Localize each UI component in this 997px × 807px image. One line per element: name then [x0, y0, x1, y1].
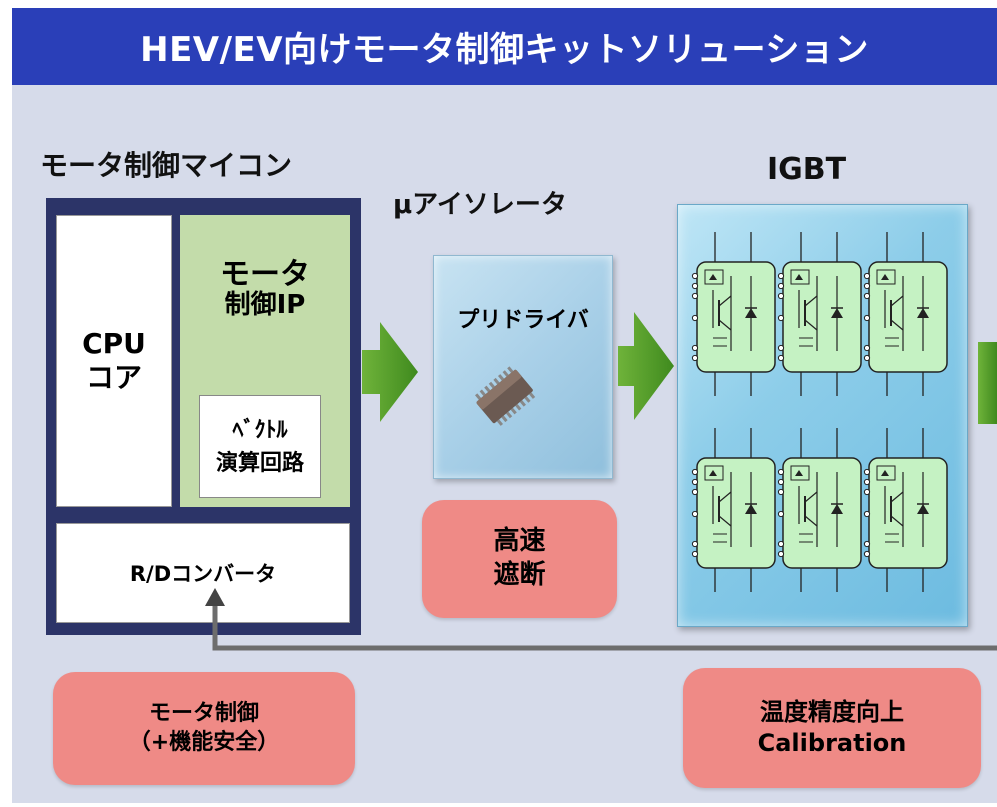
predriver-label: プリドライバ: [457, 308, 589, 333]
vector-circuit-block: ﾍﾞｸﾄﾙ 演算回路: [199, 395, 321, 498]
vector-label-line2: 演算回路: [215, 450, 304, 476]
arrow-isolator-to-igbt: [618, 312, 674, 420]
title-bar: HEV/EV向けモータ制御キットソリューション: [12, 8, 997, 85]
motor-line1: モータ制御: [148, 700, 259, 726]
speed-line1: 高速: [493, 526, 546, 557]
ip-label-line1: モータ: [220, 257, 310, 292]
ip-label-line2: 制御IP: [224, 290, 306, 320]
igbt-heading: IGBT: [767, 152, 847, 187]
arrow-mcu-to-isolator: [362, 322, 418, 422]
motor-line2: （+機能安全）: [128, 729, 280, 755]
arrow-igbt-to-motor: [978, 342, 997, 424]
motor-control-badge: モータ制御 （+機能安全）: [53, 672, 355, 785]
predriver-block: [433, 255, 613, 479]
chip-icon: [475, 366, 536, 426]
temp-line1: 温度精度向上: [760, 697, 904, 726]
core-label: コア: [85, 361, 142, 394]
vector-label-line1: ﾍﾞｸﾄﾙ: [232, 417, 288, 443]
temp-line2: Calibration: [757, 729, 907, 757]
high-speed-cutoff-badge: 高速 遮断: [422, 500, 617, 618]
cpu-core-block: CPU コア: [56, 215, 172, 507]
temperature-calibration-badge: 温度精度向上 Calibration: [683, 668, 981, 788]
cpu-label: CPU: [82, 327, 146, 361]
rd-converter-block: R/Dコンバータ: [56, 523, 350, 623]
motor-control-ip-label: モータ 制御IP: [180, 258, 350, 320]
page-title: HEV/EV向けモータ制御キットソリューション: [140, 30, 869, 70]
feedback-arrowhead: [205, 588, 225, 606]
mcu-heading: モータ制御マイコン: [40, 149, 293, 182]
rd-converter-label: R/Dコンバータ: [129, 562, 277, 586]
speed-line2: 遮断: [493, 560, 546, 590]
isolator-heading: μアイソレータ: [393, 190, 567, 220]
feedback-line: [212, 604, 997, 651]
